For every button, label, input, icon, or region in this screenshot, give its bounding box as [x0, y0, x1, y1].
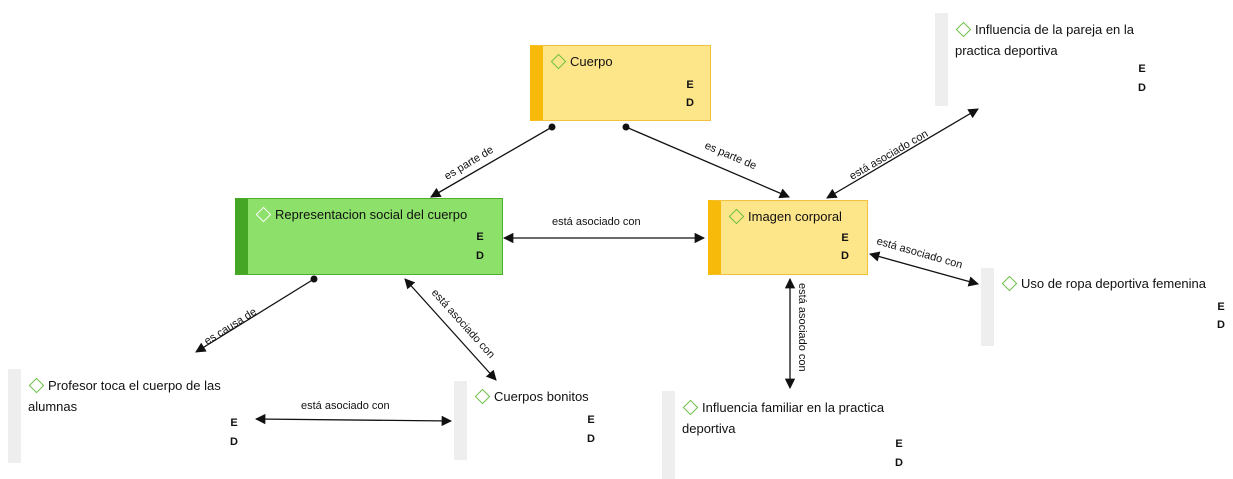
node-representacion[interactable]: Representacion social del cuerpo E D	[235, 198, 503, 275]
link-origin-dot	[310, 275, 318, 283]
diamond-icon	[682, 399, 699, 416]
node-meta-d: D	[1217, 319, 1225, 331]
link-label-cuerpo-representacion: es parte de	[442, 144, 495, 183]
link-line-cuerpo-imagen[interactable]	[625, 126, 790, 199]
node-meta-d: D	[841, 250, 849, 262]
node-meta-d: D	[1138, 82, 1146, 94]
link-label-cuerpo-imagen: es parte de	[703, 140, 758, 173]
node-meta-e: E	[476, 231, 484, 243]
diamond-icon	[1001, 275, 1018, 292]
diamond-icon	[255, 206, 272, 223]
node-meta-d: D	[476, 250, 484, 262]
link-line-cuerpo-representacion[interactable]	[430, 126, 553, 198]
diamond-icon	[474, 388, 491, 405]
link-label-representacion-bonitos: está asociado con	[429, 287, 497, 361]
node-meta-e: E	[686, 79, 694, 91]
link-label-imagen-ropa: está asociado con	[875, 235, 964, 271]
link-line-representacion-bonitos[interactable]	[404, 278, 497, 381]
node-label: Imagen corporal	[748, 209, 842, 224]
node-label: Cuerpos bonitos	[494, 389, 589, 404]
link-line-profesor-bonitos[interactable]	[254, 413, 453, 427]
link-label-profesor-bonitos: está asociado con	[301, 400, 390, 412]
node-profesor[interactable]: Profesor toca el cuerpo de las alumnas E…	[8, 369, 254, 463]
diamond-icon	[28, 377, 45, 394]
link-label-representacion-imagen: está asociado con	[552, 216, 641, 228]
node-meta-d: D	[895, 457, 903, 469]
node-meta-d: D	[686, 97, 694, 109]
node-imagen[interactable]: Imagen corporal E D	[708, 200, 868, 275]
node-meta-e: E	[1138, 63, 1146, 75]
diamond-icon	[550, 53, 567, 70]
node-label: Uso de ropa deportiva femenina	[1021, 276, 1207, 291]
node-meta-d: D	[587, 433, 595, 445]
link-label-imagen-pareja: está asociado con	[848, 128, 931, 183]
node-meta-e: E	[1217, 301, 1225, 313]
node-meta-e: E	[230, 417, 238, 429]
node-meta-e: E	[841, 232, 849, 244]
node-label: Influencia de la pareja en la practica d…	[955, 22, 1135, 58]
link-label-imagen-familiar: está asociado con	[796, 283, 808, 372]
node-label: Representacion social del cuerpo	[275, 207, 468, 222]
node-label: Influencia familiar en la practica depor…	[682, 400, 885, 436]
link-origin-dot	[548, 123, 556, 131]
node-cuerpo[interactable]: Cuerpo E D	[530, 45, 711, 121]
diamond-icon	[728, 208, 745, 225]
link-line-imagen-pareja[interactable]	[826, 108, 979, 199]
link-origin-dot	[622, 123, 630, 131]
node-meta-d: D	[230, 436, 238, 448]
node-familiar[interactable]: Influencia familiar en la practica depor…	[662, 391, 921, 479]
node-pareja[interactable]: Influencia de la pareja en la practica d…	[935, 13, 1168, 106]
node-bonitos[interactable]: Cuerpos bonitos E D	[454, 381, 613, 460]
node-meta-e: E	[895, 438, 903, 450]
node-ropa[interactable]: Uso de ropa deportiva femenina E D	[981, 268, 1233, 346]
node-label: Profesor toca el cuerpo de las alumnas	[28, 378, 221, 414]
node-meta-e: E	[587, 414, 595, 426]
node-label: Cuerpo	[570, 54, 613, 69]
diamond-icon	[955, 21, 972, 38]
link-label-representacion-profesor: es causa de	[202, 306, 259, 348]
link-line-imagen-ropa[interactable]	[868, 251, 980, 287]
link-line-representacion-profesor[interactable]	[195, 278, 315, 353]
